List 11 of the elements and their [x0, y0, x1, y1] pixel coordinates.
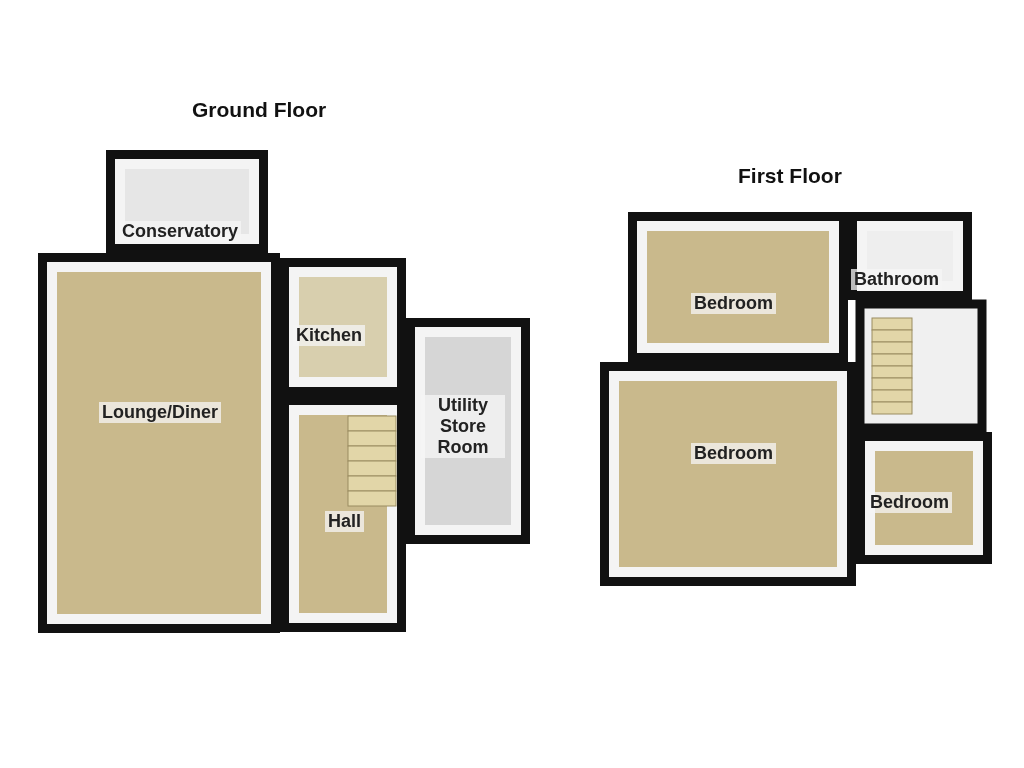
- room-label: Conservatory: [119, 221, 242, 242]
- room-floor: [628, 212, 848, 362]
- room-label: Bedroom: [691, 293, 776, 314]
- floor-heading: Ground Floor: [192, 98, 327, 122]
- room-floor: [406, 318, 530, 544]
- room-floor: [106, 150, 268, 253]
- floor-heading: First Floor: [738, 164, 842, 188]
- room-label: Bedroom: [691, 443, 776, 464]
- room-label: Bathroom: [851, 269, 942, 290]
- room-label: Lounge/Diner: [99, 402, 221, 423]
- room-label: Hall: [325, 511, 364, 532]
